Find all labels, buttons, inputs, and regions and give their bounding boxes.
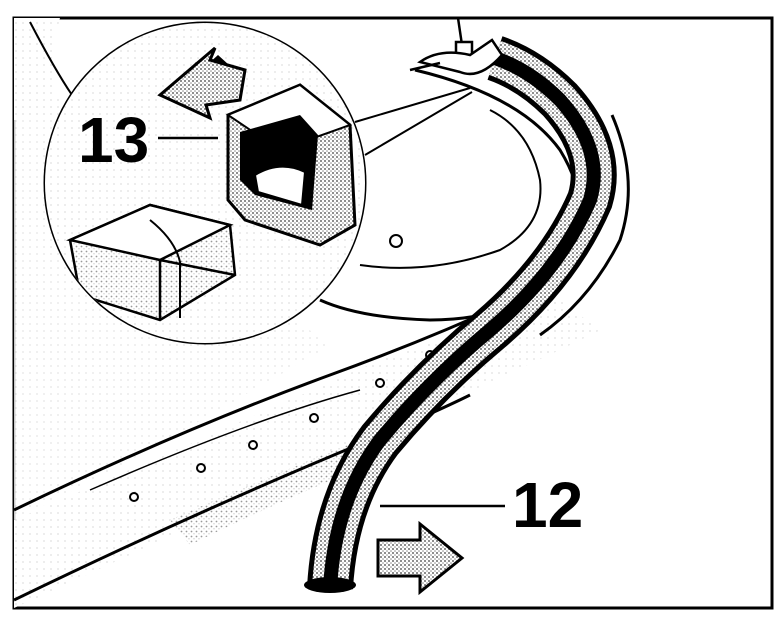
drum-rim-inner xyxy=(359,109,542,269)
arrow-right-icon xyxy=(376,520,465,596)
front-rim-mid xyxy=(89,389,361,491)
callout-12-label: 12 xyxy=(512,469,583,541)
panel-edge-line xyxy=(29,21,73,96)
seal-clamp xyxy=(409,18,504,76)
seal-groove-stipple xyxy=(170,440,360,545)
callout-13-label: 13 xyxy=(78,104,149,176)
rim-hole xyxy=(389,234,403,248)
seal-end-cap xyxy=(304,577,356,593)
arrow-left-icon xyxy=(157,46,247,121)
seal-clip-13 xyxy=(225,83,357,247)
magnifier-leader-lines xyxy=(354,87,473,156)
door-seal-gasket xyxy=(304,36,630,593)
